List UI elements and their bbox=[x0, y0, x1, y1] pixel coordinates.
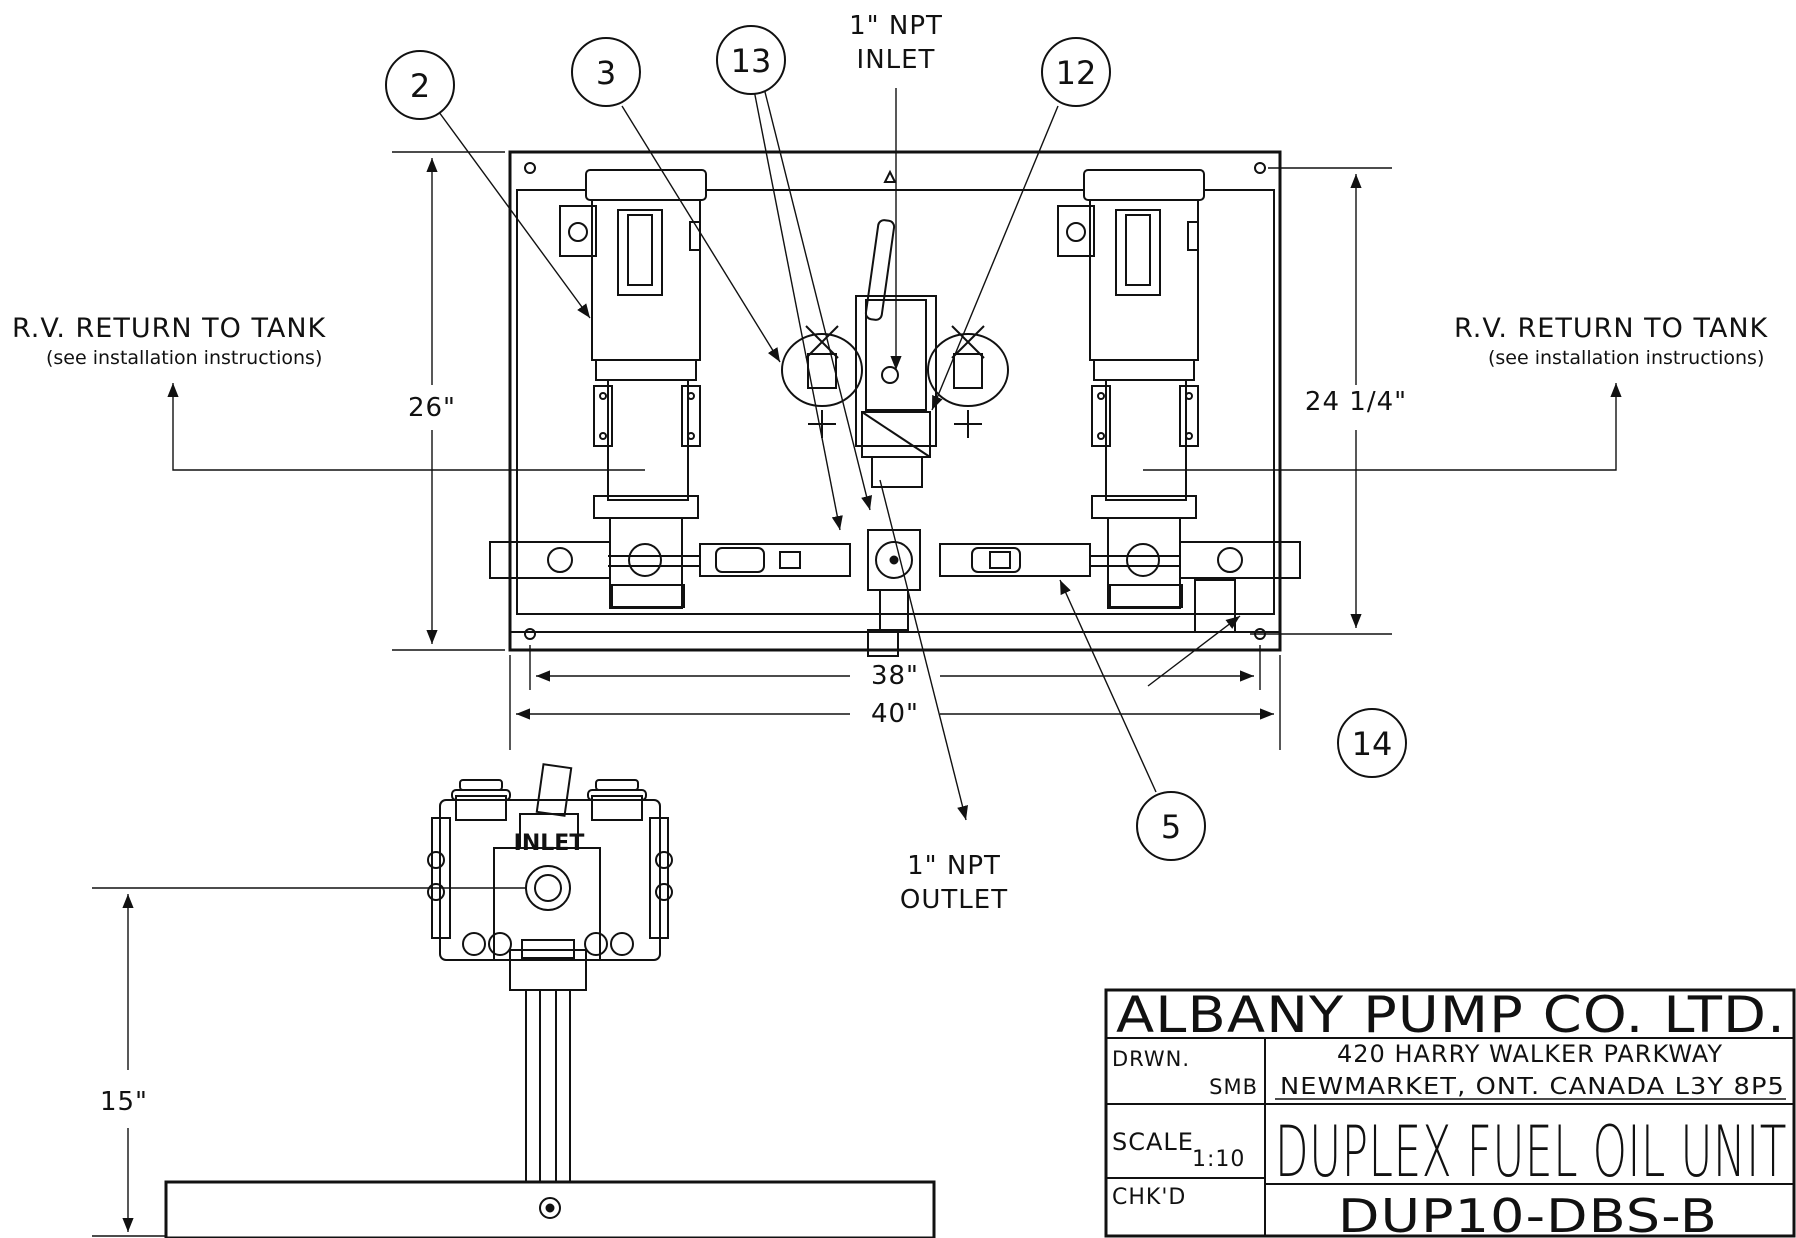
base-plate-outer bbox=[508, 150, 1282, 652]
rv-return-right-sublabel: (see installation instructions) bbox=[1488, 347, 1764, 369]
drawn-value: SMB bbox=[1209, 1075, 1258, 1099]
mount-hole bbox=[1254, 162, 1266, 174]
callout-13: 13 bbox=[716, 25, 786, 95]
checked-label: CHK'D bbox=[1112, 1185, 1186, 1210]
scale-label: SCALE bbox=[1112, 1128, 1194, 1156]
dimension-38: 38" bbox=[529, 645, 1261, 691]
svg-text:15": 15" bbox=[100, 1087, 148, 1117]
dimension-40: 40" bbox=[509, 655, 1281, 750]
svg-text:13: 13 bbox=[731, 42, 772, 80]
dimension-26: 26" bbox=[392, 151, 505, 651]
svg-text:24 1/4": 24 1/4" bbox=[1305, 387, 1407, 417]
callout-5: 5 bbox=[1136, 791, 1206, 861]
company-name: ALBANY PUMP CO. LTD. bbox=[1116, 986, 1786, 1044]
inlet-label-line1: 1" NPT bbox=[849, 11, 943, 41]
address-line1: 420 HARRY WALKER PARKWAY bbox=[1337, 1040, 1723, 1068]
address-line2: NEWMARKET, ONT. CANADA L3Y 8P5 bbox=[1280, 1074, 1785, 1100]
rv-return-left-arrow bbox=[167, 383, 645, 471]
rv-return-left-sublabel: (see installation instructions) bbox=[46, 347, 322, 369]
dimension-24-1-4: 24 1/4" bbox=[1250, 167, 1407, 635]
part-number: DUP10-DBS-B bbox=[1338, 1189, 1718, 1238]
rv-return-left-label: R.V. RETURN TO TANK bbox=[12, 313, 327, 344]
svg-text:2: 2 bbox=[410, 67, 430, 105]
svg-text:12: 12 bbox=[1056, 54, 1097, 92]
outlet-arrow bbox=[879, 479, 968, 821]
svg-text:14: 14 bbox=[1352, 725, 1393, 763]
duplex-strainer bbox=[781, 219, 1009, 488]
callout-2: 2 bbox=[385, 50, 455, 120]
svg-text:3: 3 bbox=[596, 54, 616, 92]
svg-text:38": 38" bbox=[871, 661, 919, 691]
svg-text:40": 40" bbox=[871, 699, 919, 729]
mount-hole bbox=[524, 162, 536, 174]
side-view: INLET bbox=[92, 763, 936, 1238]
rv-return-right-label: R.V. RETURN TO TANK bbox=[1454, 313, 1769, 344]
inlet-label-line2: INLET bbox=[857, 45, 936, 75]
title-block: ALBANY PUMP CO. LTD. DRWN. SMB 420 HARRY… bbox=[1104, 986, 1796, 1238]
front-view bbox=[167, 87, 1622, 821]
mount-hole bbox=[524, 628, 536, 640]
valve-manifold bbox=[489, 529, 1301, 657]
callout-12: 12 bbox=[1041, 37, 1111, 107]
right-pump-motor bbox=[1057, 169, 1205, 609]
svg-text:26": 26" bbox=[408, 393, 456, 423]
dimension-15: 15" bbox=[92, 894, 166, 1237]
callout-14: 14 bbox=[1337, 708, 1407, 778]
callout-3: 3 bbox=[571, 37, 641, 107]
svg-text:5: 5 bbox=[1161, 808, 1181, 846]
outlet-label-line1: 1" NPT bbox=[907, 851, 1001, 881]
left-pump-motor bbox=[559, 169, 707, 609]
rv-return-right-arrow bbox=[1143, 383, 1622, 471]
outlet-label-line2: OUTLET bbox=[900, 885, 1008, 915]
side-inlet-label: INLET bbox=[514, 831, 585, 856]
scale-value: 1:10 bbox=[1192, 1147, 1245, 1172]
drawn-label: DRWN. bbox=[1112, 1047, 1190, 1071]
product-name: DUPLEX FUEL OIL UNIT bbox=[1275, 1111, 1787, 1193]
